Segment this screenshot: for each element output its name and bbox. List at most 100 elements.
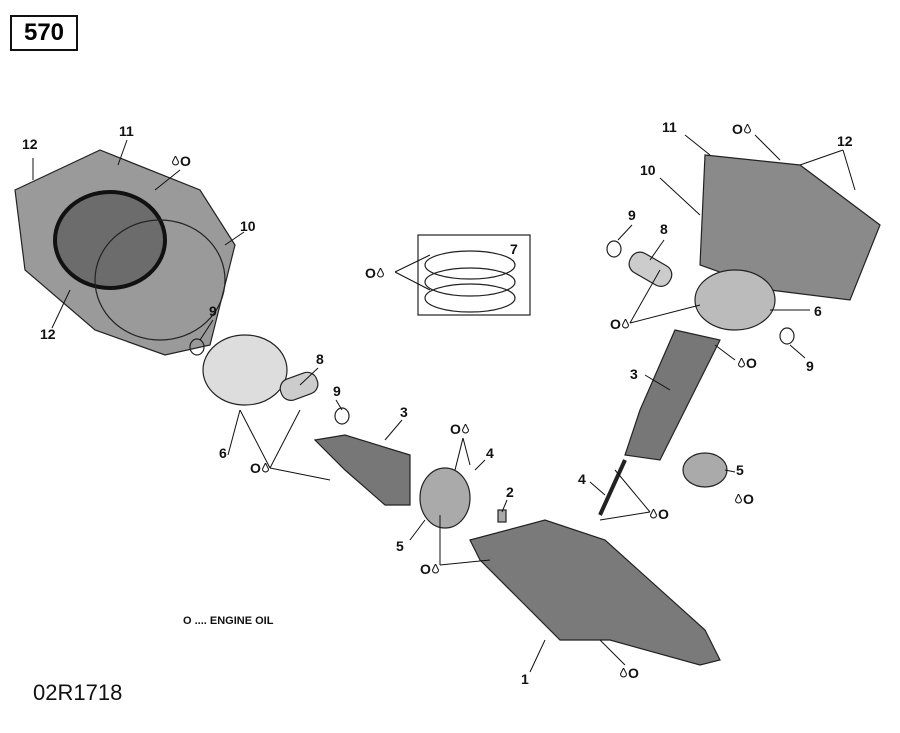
legend-engine-oil: O .... ENGINE OIL — [183, 615, 274, 627]
leader-line — [629, 269, 661, 324]
leader-line — [589, 481, 606, 496]
leader-line — [409, 519, 426, 541]
cylinder-bore-left — [53, 190, 167, 290]
leader-line — [644, 374, 671, 391]
callout-9: 9 — [806, 358, 814, 374]
oil-symbol: O — [610, 316, 621, 332]
leader-line — [269, 409, 301, 469]
diagram-number-box: 570 — [10, 15, 78, 51]
piston-pin-right — [628, 251, 673, 287]
leader-line — [501, 499, 508, 513]
leader-line — [227, 409, 241, 456]
piston-left — [202, 334, 288, 406]
leader-line — [394, 254, 431, 273]
callout-10: 10 — [240, 218, 256, 234]
oil-symbol: O — [250, 460, 261, 476]
callout-8: 8 — [316, 351, 324, 367]
oil-drop-icon — [621, 319, 629, 329]
engine-oil-callout: O — [450, 422, 469, 436]
leader-line — [299, 367, 319, 386]
callout-7: 7 — [510, 241, 518, 257]
leader-line — [239, 409, 271, 469]
engine-oil-callout: O — [650, 507, 669, 521]
leader-line — [199, 319, 214, 341]
oil-drop-icon — [735, 494, 742, 504]
callout-11: 11 — [662, 119, 677, 135]
leader-line — [462, 437, 471, 466]
engine-oil-callout: O — [620, 666, 639, 680]
circlip-left — [334, 407, 350, 425]
leader-line — [599, 639, 626, 666]
leader-line — [154, 169, 181, 191]
engine-oil-callout: O — [732, 122, 751, 136]
oil-drop-icon — [620, 668, 627, 678]
engine-oil-callout: O — [610, 317, 629, 331]
leader-line — [117, 139, 128, 166]
leader-line — [789, 344, 806, 359]
leader-line — [224, 231, 245, 246]
engine-oil-callout: O — [172, 154, 191, 168]
leader-line — [51, 289, 71, 329]
leader-line — [335, 399, 343, 411]
callout-12: 12 — [40, 326, 56, 342]
callout-4: 4 — [578, 471, 586, 487]
leader-line — [754, 134, 781, 161]
oil-symbol: O — [732, 121, 743, 137]
oil-drop-icon — [738, 358, 745, 368]
drawing-code: 02R1718 — [33, 680, 123, 705]
callout-9: 9 — [333, 383, 341, 399]
leader-line — [724, 469, 736, 473]
oil-symbol: O — [450, 421, 461, 437]
circlip-left — [189, 338, 205, 356]
rod-bolt-right — [598, 459, 627, 516]
oil-symbol: O — [420, 561, 431, 577]
connecting-rod-right — [624, 329, 721, 461]
leader-line — [529, 639, 546, 673]
oil-drop-icon — [261, 463, 269, 473]
leader-line — [394, 271, 431, 291]
piston-ring — [424, 250, 516, 280]
leader-line — [684, 134, 711, 156]
engine-oil-callout: O — [420, 562, 439, 576]
oil-drop-icon — [650, 509, 657, 519]
callout-12: 12 — [22, 136, 38, 152]
leader-lines — [32, 134, 856, 673]
callout-8: 8 — [660, 221, 668, 237]
engine-oil-callout: O — [735, 492, 754, 506]
piston-right — [694, 269, 776, 331]
callout-11: 11 — [119, 123, 134, 139]
oil-symbol: O — [743, 491, 754, 507]
leader-line — [439, 559, 491, 566]
circlip-right — [606, 240, 622, 258]
circlip-right — [779, 327, 795, 345]
connecting-rod-left — [313, 434, 411, 506]
leader-line — [384, 419, 403, 441]
oil-symbol: O — [180, 153, 191, 169]
leader-line — [599, 511, 651, 521]
callout-5: 5 — [736, 462, 744, 478]
callout-3: 3 — [630, 366, 638, 382]
leader-line — [269, 467, 331, 481]
piston-ring — [424, 267, 516, 297]
callout-12: 12 — [837, 133, 853, 149]
callout-6: 6 — [219, 445, 227, 461]
callout-9: 9 — [209, 303, 217, 319]
leader-line — [614, 469, 651, 513]
piston-pin-left — [279, 371, 319, 401]
leader-line — [842, 149, 856, 191]
leader-line — [617, 224, 633, 241]
oil-symbol: O — [628, 665, 639, 681]
leader-line — [714, 344, 736, 361]
leader-line — [799, 149, 844, 166]
oil-drop-icon — [461, 424, 469, 434]
crankshaft — [469, 519, 721, 666]
callout-4: 4 — [486, 445, 494, 461]
cylinder-gasket-left — [94, 219, 226, 341]
oil-drop-icon — [431, 564, 439, 574]
callout-2: 2 — [506, 484, 514, 500]
callout-6: 6 — [814, 303, 822, 319]
callout-1: 1 — [521, 671, 529, 687]
oil-symbol: O — [365, 265, 376, 281]
piston-ring — [424, 283, 516, 313]
callout-9: 9 — [628, 207, 636, 223]
